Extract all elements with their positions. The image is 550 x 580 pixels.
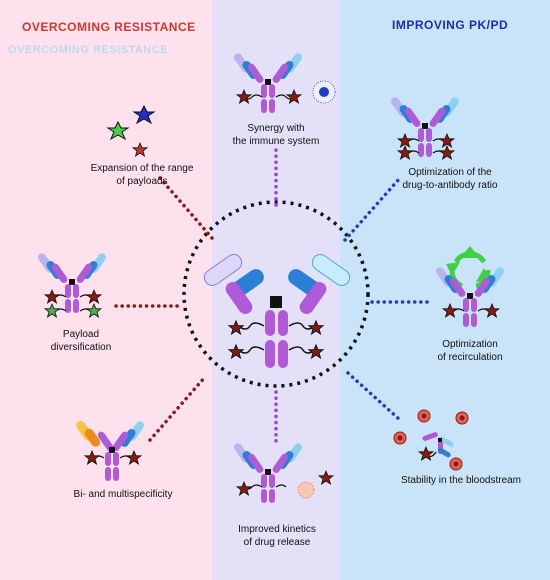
central-circle (182, 200, 370, 388)
improving-pkpd-panel (340, 0, 550, 580)
kinetics-label: Improved kinetics of drug release (238, 524, 316, 548)
bispecific-label: Bi- and multispecificity (73, 489, 173, 500)
improving-pkpd-heading: IMPROVING PK/PD (392, 18, 509, 32)
kinetics-antibody (232, 441, 334, 503)
payload-diversification-label: Payload diversification (50, 329, 112, 353)
recirculation-label: Optimization of recirculation (437, 339, 503, 363)
overcoming-resistance-panel (0, 0, 212, 580)
stability-label: Stability in the bloodstream (400, 475, 522, 486)
synergy-label: Synergy with the immune system (232, 123, 320, 147)
central-adc (203, 254, 351, 368)
recirculation-antibody (434, 246, 506, 327)
dar-label: Optimization of the drug-to-antibody rat… (402, 167, 498, 191)
dar-antibody (389, 95, 461, 160)
overcoming-resistance-heading-echo: OVERCOMING RESISTANCE (8, 44, 169, 56)
connector-lines (114, 148, 430, 448)
expansion-label: Expansion of the range of payloads (90, 163, 194, 187)
payload-stars (106, 104, 156, 157)
bispecific-antibody (76, 420, 145, 481)
bloodstream-cells (393, 409, 469, 471)
overcoming-resistance-heading: OVERCOMING RESISTANCE (22, 20, 196, 34)
synergy-antibody (232, 51, 336, 113)
payload-diversification-antibody (36, 251, 108, 318)
